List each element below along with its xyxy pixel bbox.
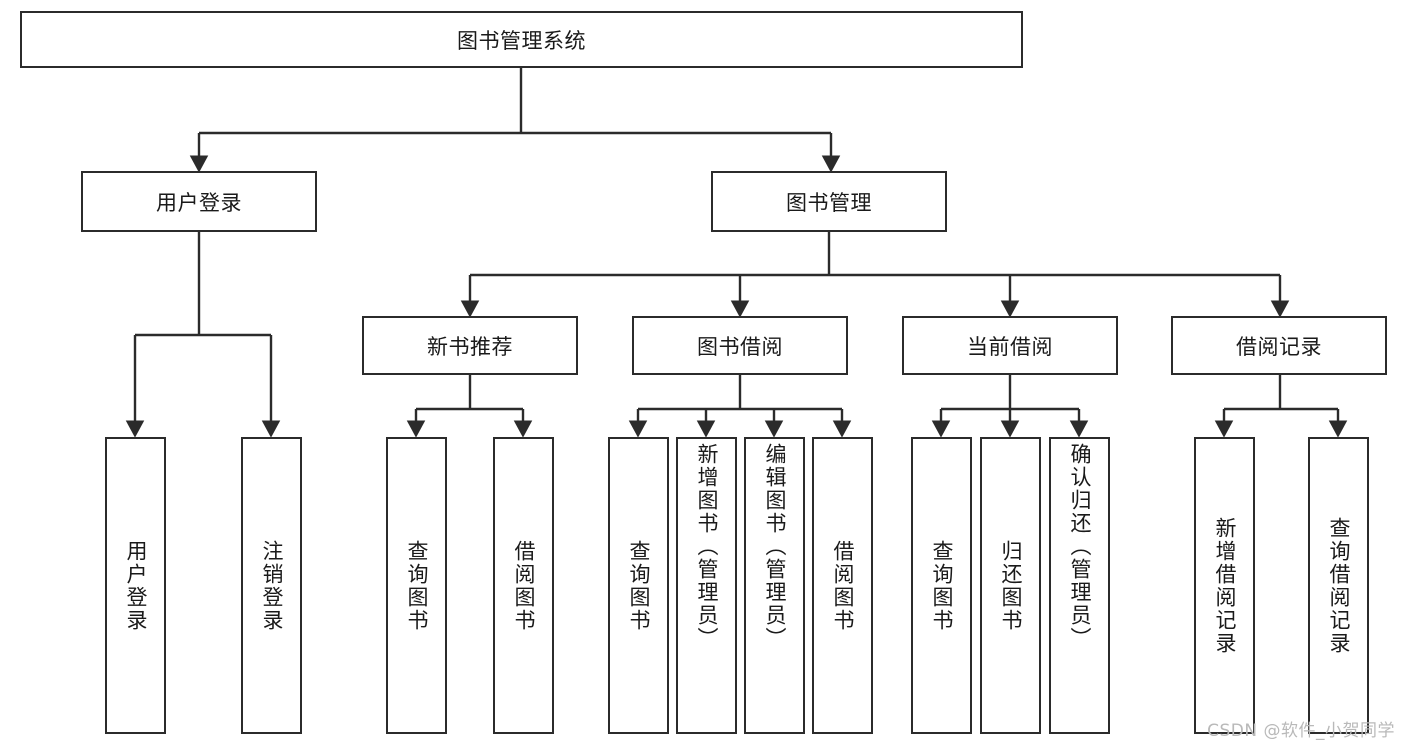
node-label: 查询图书 (405, 539, 429, 632)
node-label: 借阅图书 (831, 539, 855, 632)
leaf-current-borrow-return[interactable]: 归还图书 (980, 437, 1041, 734)
node-label: 当前借阅 (967, 334, 1053, 359)
node-user-login[interactable]: 用户登录 (81, 171, 317, 232)
node-label: 归还图书 (999, 539, 1023, 632)
leaf-book-borrow-add[interactable]: 新增图书（管理员） (676, 437, 737, 734)
leaf-user-login-logout[interactable]: 注销登录 (241, 437, 302, 734)
leaf-user-login-login[interactable]: 用户登录 (105, 437, 166, 734)
node-label: 图书借阅 (697, 334, 783, 359)
leaf-borrow-record-query[interactable]: 查询借阅记录 (1308, 437, 1369, 734)
watermark-text: CSDN @软件_小贺同学 (1207, 721, 1395, 741)
node-borrow-record[interactable]: 借阅记录 (1171, 316, 1387, 375)
node-root-system[interactable]: 图书管理系统 (20, 11, 1023, 68)
node-label: 图书管理 (786, 190, 872, 215)
node-label: 编辑图书（管理员） (763, 443, 787, 650)
leaf-new-book-borrow[interactable]: 借阅图书 (493, 437, 554, 734)
node-new-book-recommend[interactable]: 新书推荐 (362, 316, 578, 375)
node-label: 用户登录 (124, 539, 148, 632)
node-book-borrow[interactable]: 图书借阅 (632, 316, 848, 375)
node-book-management[interactable]: 图书管理 (711, 171, 947, 232)
leaf-current-borrow-confirm-return[interactable]: 确认归还（管理员） (1049, 437, 1110, 734)
leaf-new-book-query[interactable]: 查询图书 (386, 437, 447, 734)
leaf-book-borrow-query[interactable]: 查询图书 (608, 437, 669, 734)
node-label: 查询图书 (627, 539, 651, 632)
leaf-borrow-record-add[interactable]: 新增借阅记录 (1194, 437, 1255, 734)
node-current-borrow[interactable]: 当前借阅 (902, 316, 1118, 375)
leaf-current-borrow-query[interactable]: 查询图书 (911, 437, 972, 734)
node-label: 借阅图书 (512, 539, 536, 632)
node-label: 查询借阅记录 (1327, 516, 1351, 655)
node-label: 确认归还（管理员） (1068, 443, 1092, 650)
node-label: 新增图书（管理员） (695, 443, 719, 650)
node-label: 查询图书 (930, 539, 954, 632)
node-label: 新增借阅记录 (1213, 516, 1237, 655)
leaf-book-borrow-borrow[interactable]: 借阅图书 (812, 437, 873, 734)
node-label: 借阅记录 (1236, 334, 1322, 359)
leaf-book-borrow-edit[interactable]: 编辑图书（管理员） (744, 437, 805, 734)
node-label: 图书管理系统 (457, 28, 586, 53)
node-label: 用户登录 (156, 190, 242, 215)
node-label: 新书推荐 (427, 334, 513, 359)
node-label: 注销登录 (260, 539, 284, 632)
